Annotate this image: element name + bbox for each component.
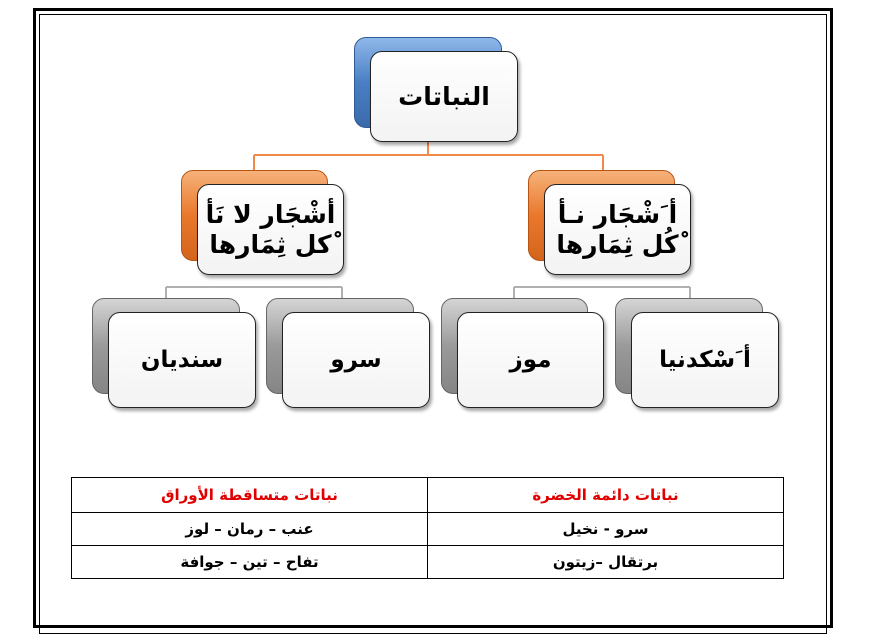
category-node-inedible-label: أشْجَار لا نَأ ْكل ثِمَارها [197,184,344,275]
table-cell: برتقال –زيتون [427,545,784,579]
category-node-edible: أ َشْجَار نـأ ْكُل ثِمَارها [528,170,691,275]
leaf-node-mawz: موز [441,298,604,408]
plants-table: نباتات دائمة الخضرة نباتات متساقطة الأور… [71,477,784,579]
leaf-node-mawz-label: موز [457,312,604,408]
leaf-connectors [165,286,691,300]
header-deciduous: نباتات متساقطة الأوراق [71,477,428,513]
connector-lines [165,142,691,300]
table-row: سرو - نخيل عنب – رمان – لوز [71,512,784,546]
table-cell: عنب – رمان – لوز [71,512,428,546]
table-cell: سرو - نخيل [427,512,784,546]
leaf-node-saru-label: سرو [282,312,430,408]
leaf-node-sindian: سنديان [92,298,256,408]
root-node: النباتات [354,37,518,142]
table-header-row: نباتات دائمة الخضرة نباتات متساقطة الأور… [71,477,784,513]
table-cell: تفاح – تين – جوافة [71,545,428,579]
category-node-edible-label: أ َشْجَار نـأ ْكُل ثِمَارها [544,184,691,275]
leaf-node-saru: سرو [266,298,430,408]
table-row: برتقال –زيتون تفاح – تين – جوافة [71,545,784,579]
root-node-label: النباتات [370,51,518,142]
category-node-inedible: أشْجَار لا نَأ ْكل ثِمَارها [181,170,344,275]
leaf-node-sindian-label: سنديان [108,312,256,408]
root-connectors [253,142,604,172]
leaf-node-askadinya-label: أ َسْكدنيا [631,312,779,408]
header-evergreen: نباتات دائمة الخضرة [427,477,784,513]
leaf-node-askadinya: أ َسْكدنيا [615,298,779,408]
